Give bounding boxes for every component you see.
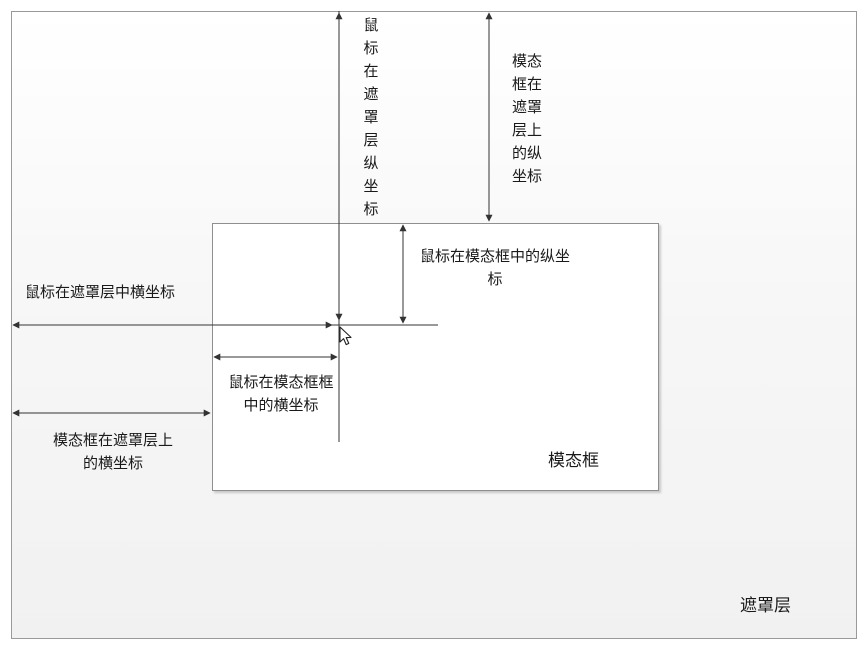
mouse-y-in-mask-label: 鼠标在遮罩层纵坐标 xyxy=(363,16,379,218)
mask-layer-label: 遮罩层 xyxy=(740,596,791,616)
modal-box-label: 模态框 xyxy=(548,451,599,471)
modal-x-on-mask-label: 模态框在遮罩层上的横坐标 xyxy=(53,431,174,472)
modal-y-on-mask-label: 模态框在遮罩层上的纵坐标 xyxy=(511,52,542,185)
mouse-y-in-modal-label: 鼠标在模态框中的纵坐标 xyxy=(419,247,570,288)
mouse-x-in-mask-label: 鼠标在遮罩层中横坐标 xyxy=(25,283,176,301)
mouse-pointer-icon xyxy=(339,326,352,346)
mouse-x-in-modal-label: 鼠标在模态框框中的横坐标 xyxy=(228,373,334,414)
